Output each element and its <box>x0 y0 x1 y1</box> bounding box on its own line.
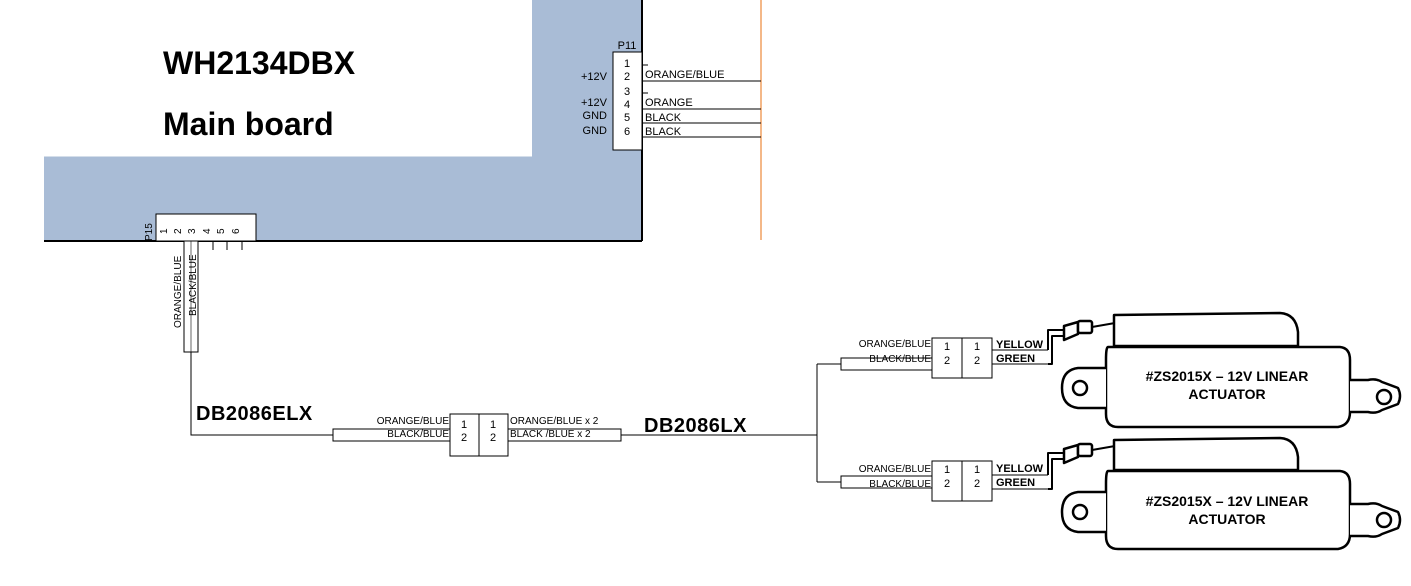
p11-connector <box>612 51 643 151</box>
p11-wire-label: BLACK <box>645 112 682 124</box>
p11-pin-num: 5 <box>624 112 630 124</box>
branch1-connector-right <box>961 337 993 379</box>
branch1-in-wire-label: ORANGE/BLUE <box>859 339 932 350</box>
p11-pin-num: 3 <box>624 86 630 98</box>
branch2-pin-num: 1 <box>944 464 950 476</box>
p11-pin-voltage: +12V <box>581 97 608 109</box>
p11-pin-voltage: GND <box>583 125 608 137</box>
linear-actuator-1 <box>1047 311 1402 429</box>
p11-label: P11 <box>618 40 637 52</box>
cable1-name: DB2086ELX <box>196 403 313 425</box>
p15-pins: 1 2 3 4 5 6 <box>159 228 242 234</box>
p15-wire-label: ORANGE/BLUE <box>173 255 184 328</box>
branch2-in-wire-label: BLACK/BLUE <box>869 479 931 490</box>
p11-pin-voltage: +12V <box>581 71 608 83</box>
main-board <box>44 0 642 241</box>
branch1-pin-num: 2 <box>974 355 980 367</box>
p11-wire-label: ORANGE/BLUE <box>645 69 724 81</box>
actuator2-label-line2: ACTUATOR <box>1188 511 1265 527</box>
branch1-pin-num: 2 <box>944 355 950 367</box>
p15-pin-num: 4 <box>202 228 213 234</box>
cable1-connector-left <box>449 413 480 457</box>
p15-connector <box>155 213 257 242</box>
p11-wire-label: BLACK <box>645 126 682 138</box>
p11-pin-num: 4 <box>624 99 630 111</box>
branch2-connector-left <box>931 460 963 502</box>
p11-wires: ORANGE/BLUE ORANGE BLACK BLACK <box>642 69 761 138</box>
branch1-pin-num: 1 <box>974 341 980 353</box>
cable2-name: DB2086LX <box>644 415 747 437</box>
cable1-in-wire-label: BLACK/BLUE <box>387 429 449 440</box>
board-model-title: WH2134DBX <box>163 45 356 81</box>
cable1-in-wire-label: ORANGE/BLUE <box>377 416 450 427</box>
p15-stubs <box>212 241 243 250</box>
p11-pins: 1 2 3 4 5 6 +12V +12V GND GND <box>581 58 630 138</box>
cable1-pin-num: 1 <box>490 419 496 431</box>
linear-actuator-2 <box>1047 436 1402 551</box>
branch1-pin-num: 1 <box>944 341 950 353</box>
branch2-pin-num: 2 <box>974 478 980 490</box>
cable-db2086elx <box>190 352 333 436</box>
p11-pin-num: 2 <box>624 71 630 83</box>
board-name-title: Main board <box>163 106 334 142</box>
branch-2: ORANGE/BLUE BLACK/BLUE 1 2 1 2 YELLOW GR… <box>817 460 1048 502</box>
branch1-out-wire-label: YELLOW <box>996 339 1044 351</box>
cable1-pin-num: 2 <box>461 432 467 444</box>
p15-pin-num: 2 <box>173 228 184 234</box>
branch2-in-wire-label: ORANGE/BLUE <box>859 464 932 475</box>
branch2-out-wire-label: YELLOW <box>996 463 1044 475</box>
p11-pin-num: 6 <box>624 126 630 138</box>
branch2-pin-num: 1 <box>974 464 980 476</box>
p11-pin-voltage: GND <box>583 110 608 122</box>
p15-pin-num: 6 <box>231 228 242 234</box>
cable1-pin-num: 2 <box>490 432 496 444</box>
p15-pin-num: 5 <box>216 228 227 234</box>
branch2-pin-num: 2 <box>944 478 950 490</box>
p11-wire-label: ORANGE <box>645 97 693 109</box>
actuator2-label-line1: #ZS2015X – 12V LINEAR <box>1146 493 1309 509</box>
cable1-out-wire-label: BLACK /BLUE x 2 <box>510 429 591 440</box>
branch2-connector-right <box>961 460 993 502</box>
actuator1-label-line2: ACTUATOR <box>1188 386 1265 402</box>
branch1-out-wire-label: GREEN <box>996 353 1035 365</box>
p15-pin-num: 1 <box>159 228 170 234</box>
p15-pin-num: 3 <box>187 228 198 234</box>
branch-1: ORANGE/BLUE BLACK/BLUE 1 2 1 2 YELLOW GR… <box>817 337 1048 379</box>
cable1-out-wire-label: ORANGE/BLUE x 2 <box>510 416 599 427</box>
cable1-pin-num: 1 <box>461 419 467 431</box>
branch2-out-wire-label: GREEN <box>996 477 1035 489</box>
actuator1-label-line1: #ZS2015X – 12V LINEAR <box>1146 368 1309 384</box>
p11-pin-num: 1 <box>624 58 630 70</box>
p15-label: P15 <box>144 223 155 241</box>
p15-wire-label: BLACK/BLUE <box>188 254 199 316</box>
branch1-in-wire-label: BLACK/BLUE <box>869 354 931 365</box>
